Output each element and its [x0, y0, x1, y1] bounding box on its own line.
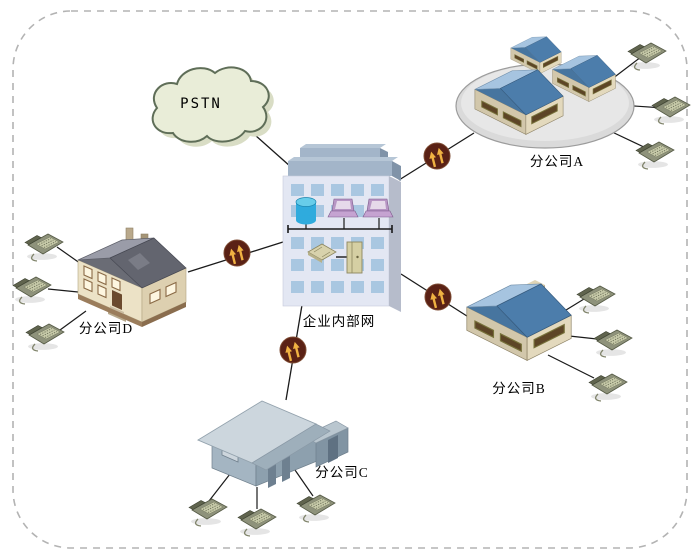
phone-icon: [651, 96, 691, 125]
branch-b-label: 分公司B: [492, 381, 546, 396]
router-icon: [424, 143, 450, 169]
branch-c-house-icon: [197, 400, 349, 488]
branch-b-phones: [576, 285, 633, 402]
branch-c-label: 分公司C: [315, 465, 369, 480]
router-icon: [425, 284, 451, 310]
branch-c-phones: [188, 494, 336, 537]
phone-icon: [296, 494, 336, 523]
branch-b-house-icon: [466, 280, 572, 362]
computer-icon: [362, 198, 394, 218]
mansion-door: [112, 290, 122, 310]
router-icon: [280, 337, 306, 363]
diagram-frame: [12, 10, 688, 549]
database-icon: [295, 197, 317, 225]
pstn-cloud-icon: [151, 66, 274, 147]
headquarters-building-icon: [282, 144, 401, 312]
phone-icon: [627, 42, 667, 71]
router-icon: [224, 240, 250, 266]
phone-icon: [593, 329, 633, 358]
server-icon: [346, 241, 363, 274]
phone-icon: [25, 323, 65, 352]
map-icon: [307, 243, 337, 263]
phone-icon: [588, 373, 628, 402]
phone-icon: [237, 508, 277, 537]
branch-d-house-icon: [77, 227, 187, 327]
phone-icon: [188, 498, 228, 527]
headquarters-label: 企业内部网: [302, 314, 376, 329]
computer-icon: [327, 198, 359, 218]
mansion-windows: [83, 265, 177, 305]
phone-icon: [12, 276, 52, 305]
branch-d-phones: [12, 233, 65, 352]
branch-d-label: 分公司D: [78, 321, 134, 336]
branch-a-site-icon: [455, 36, 635, 149]
pstn-label: PSTN: [180, 96, 222, 112]
branch-a-label: 分公司A: [529, 154, 585, 169]
